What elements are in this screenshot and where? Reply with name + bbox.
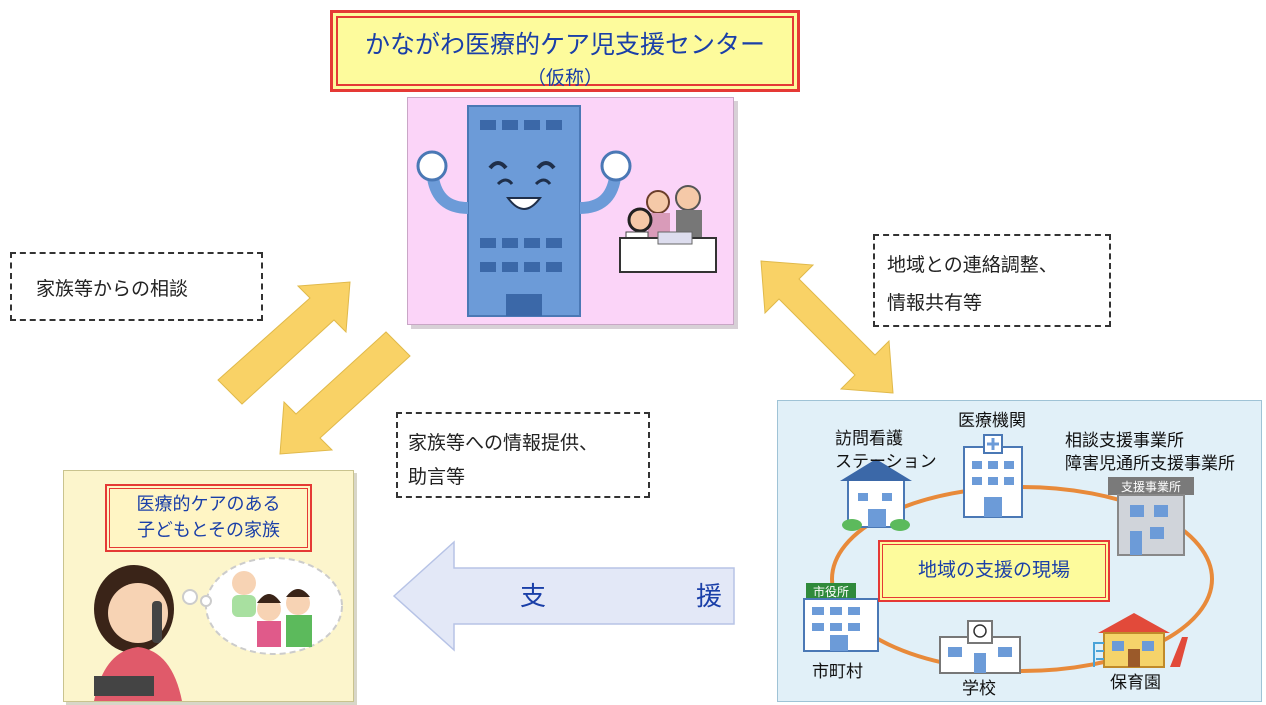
region-text-line1: 地域との連絡調整、: [887, 254, 1058, 276]
thought-bubble-icon: [182, 557, 343, 655]
office-sign-text: 支援事業所: [1121, 480, 1181, 494]
page-title: かながわ医療的ケア児支援センター: [364, 30, 765, 59]
building-mascot-icon: [416, 105, 632, 317]
consult-text: 家族等からの相談: [36, 278, 189, 300]
nursery-icon: [1093, 613, 1188, 668]
family-label-line1: 医療的ケアのある: [136, 494, 281, 515]
community-illustration: 支援事業所 市役所: [803, 434, 1214, 674]
city-hall-sign-text: 市役所: [813, 584, 849, 599]
region-text-box: 地域との連絡調整、 情報共有等: [873, 234, 1111, 327]
consult-text-box: 家族等からの相談: [10, 252, 263, 321]
reception-people-icon: [619, 185, 717, 273]
support-office-icon: 支援事業所: [1108, 477, 1194, 556]
family-label-line2: 子どもとその家族: [136, 520, 281, 541]
arrow-center-to-family: [279, 331, 411, 455]
center-illustration: [416, 105, 717, 317]
title-box: かながわ医療的ケア児支援センター （仮称）: [330, 10, 800, 92]
hospital-icon: [963, 434, 1023, 518]
visiting-nurse-label-1: 訪問看護: [835, 429, 903, 449]
info-text-line2: 助言等: [408, 466, 466, 488]
school-label: 学校: [962, 679, 996, 699]
visiting-nurse-label-2: ステーション: [835, 452, 937, 472]
school-icon: [939, 620, 1021, 674]
support-arrow: [392, 540, 735, 652]
arrow-region-bidirectional: [760, 260, 894, 394]
center-panel: [407, 97, 734, 325]
arrows-left: [217, 281, 411, 455]
info-text-line1: 家族等への情報提供、: [408, 432, 599, 454]
consult-office-label-2: 障害児通所支援事業所: [1065, 454, 1235, 474]
consult-office-label-1: 相談支援事業所: [1065, 431, 1184, 451]
page-subtitle: （仮称）: [526, 67, 603, 89]
family-label: 医療的ケアのある 子どもとその家族: [105, 484, 312, 552]
region-center-label: 地域の支援の現場: [878, 540, 1110, 602]
region-text-line2: 情報共有等: [887, 292, 983, 314]
nurse-station-icon: [840, 459, 912, 531]
support-arrow-text: 支 援: [520, 582, 785, 612]
region-center-text: 地域の支援の現場: [917, 559, 1070, 581]
municipality-label: 市町村: [812, 662, 863, 682]
mother-on-phone-icon: [94, 565, 182, 701]
info-text-box: 家族等への情報提供、 助言等: [396, 412, 650, 498]
medical-label: 医療機関: [958, 411, 1026, 431]
city-hall-icon: 市役所: [803, 583, 879, 652]
arrow-consult-to-center: [217, 281, 351, 405]
nursery-label: 保育園: [1110, 673, 1161, 693]
